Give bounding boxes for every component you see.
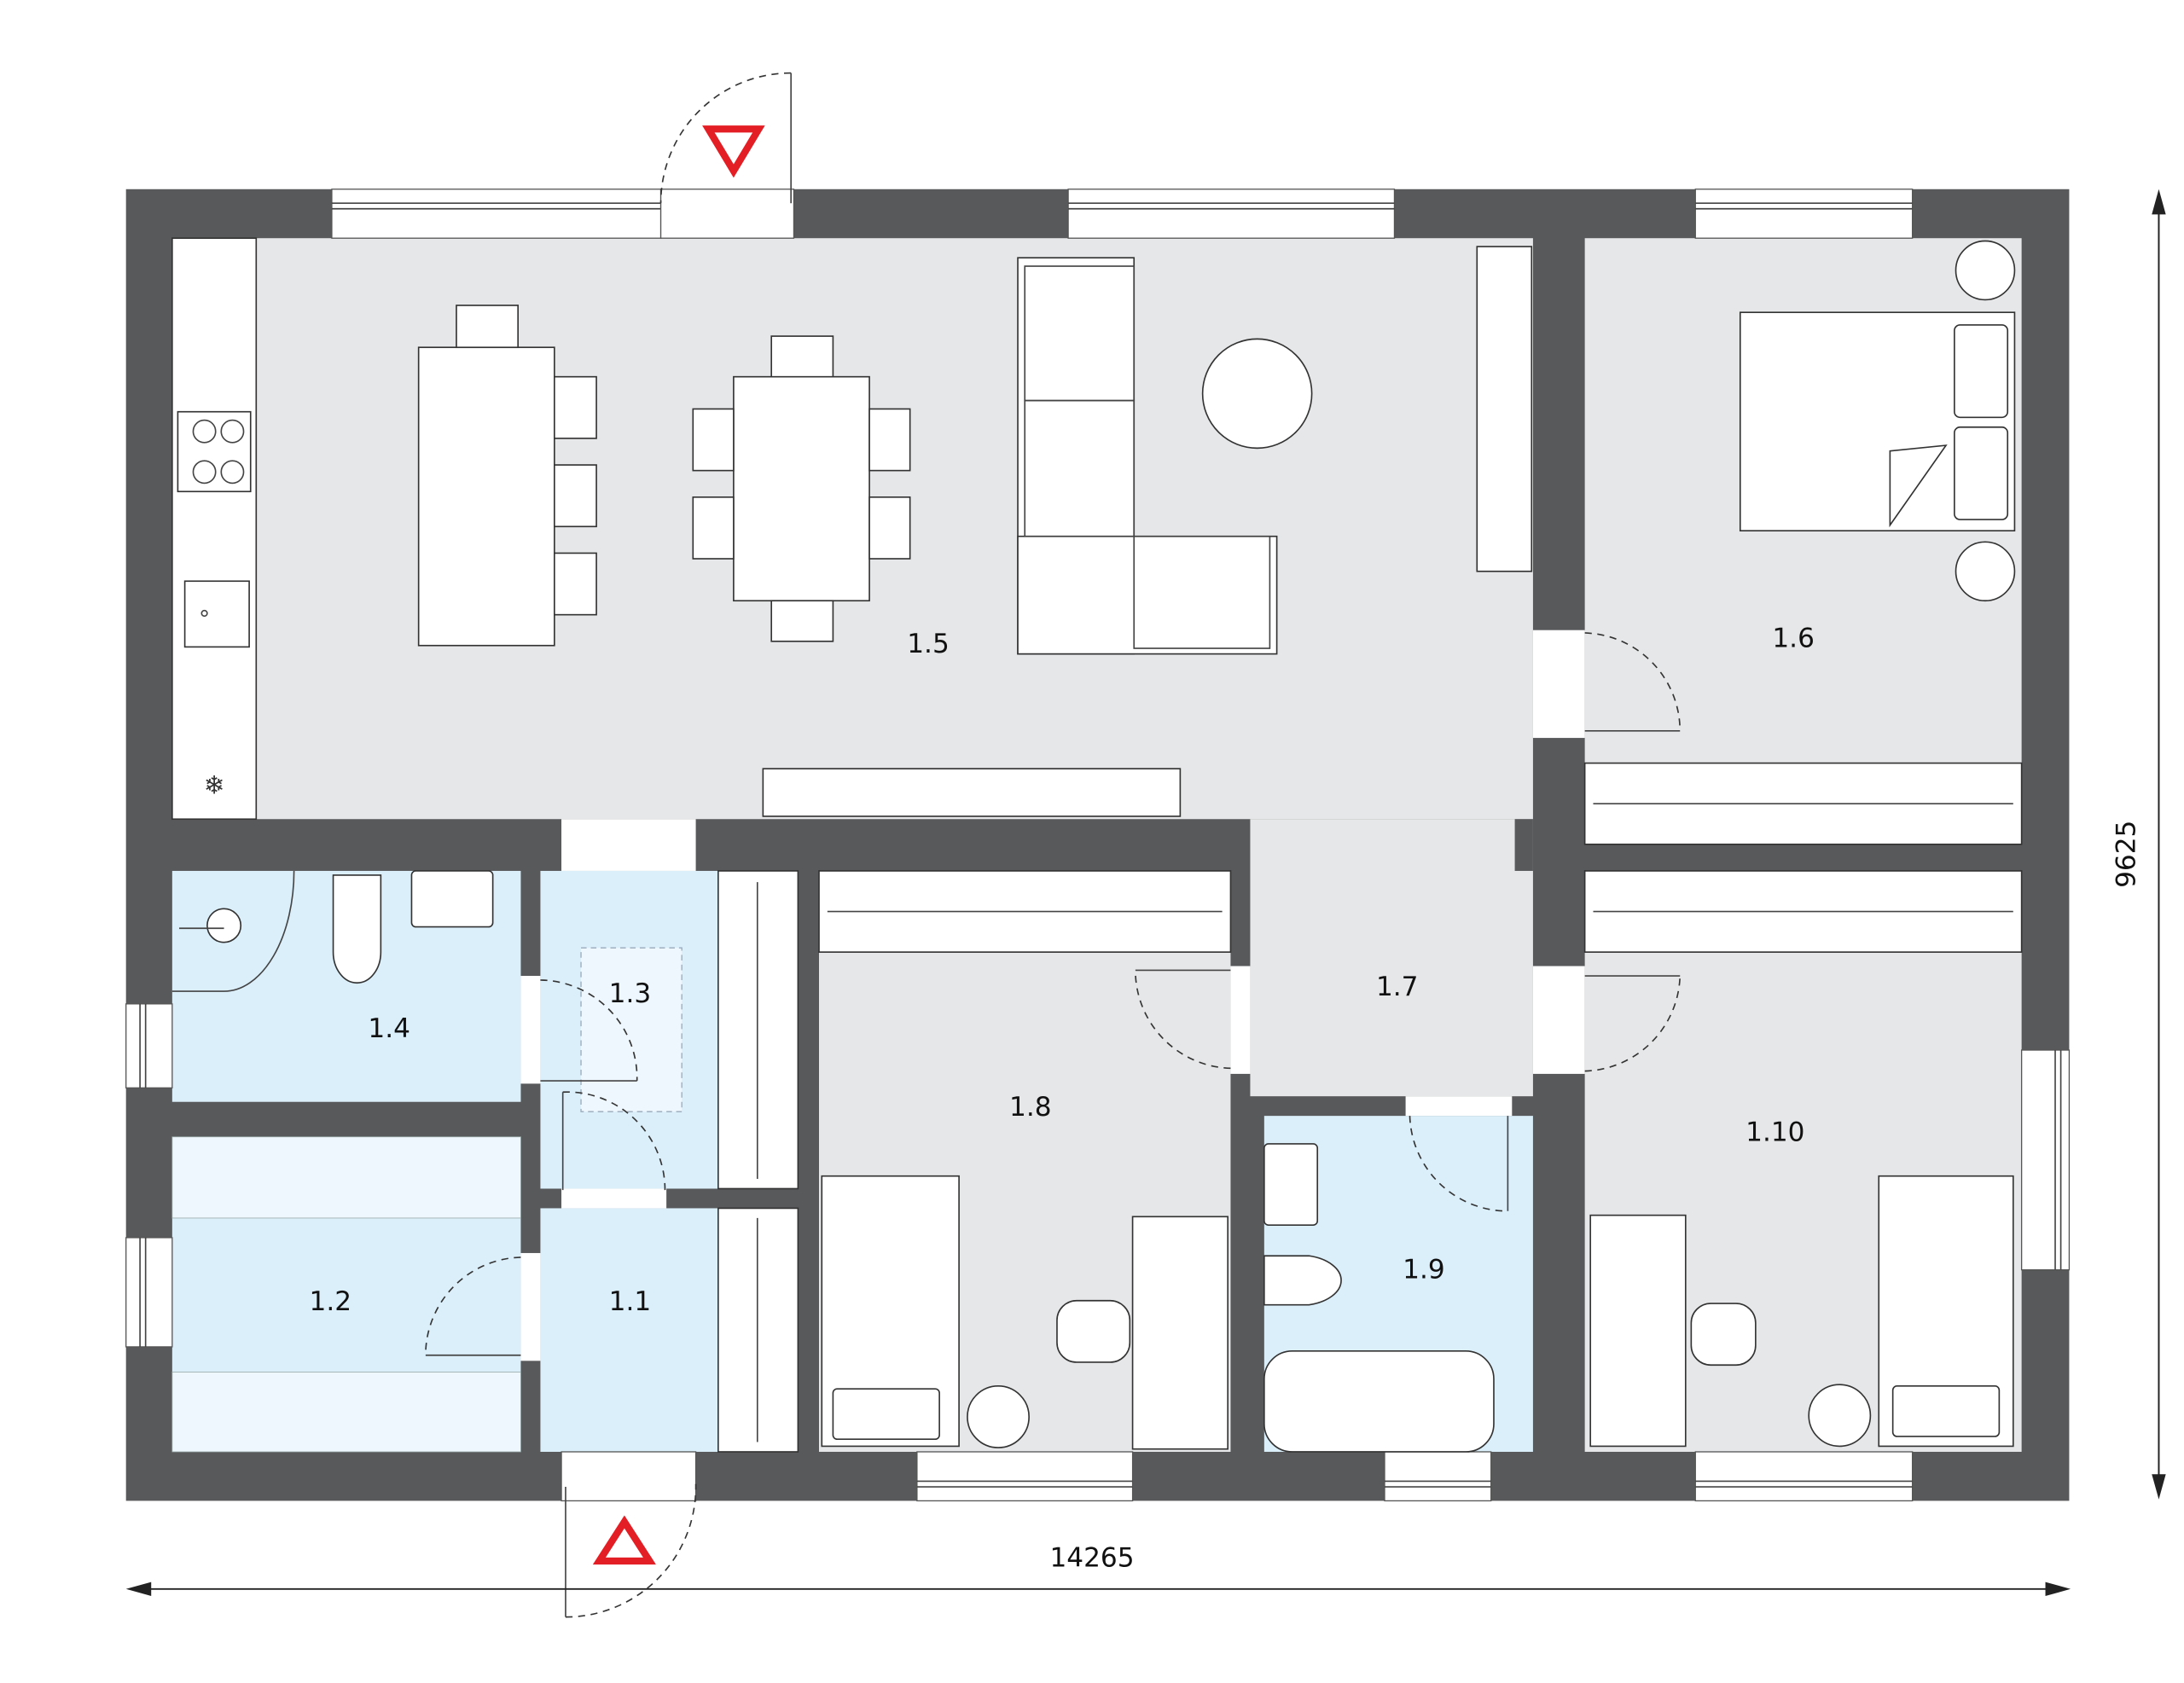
kitchen-island <box>417 346 555 647</box>
room-label: 1.3 <box>609 978 652 1009</box>
toilet <box>332 874 382 984</box>
kitchen-sink <box>183 580 250 648</box>
room-label: 1.10 <box>1745 1117 1804 1148</box>
entrance-marker-icon <box>592 1515 656 1565</box>
desk <box>1131 1216 1228 1450</box>
door-swings <box>425 72 1682 1618</box>
kitchen-counter <box>171 237 258 821</box>
room-label: 1.1 <box>609 1286 652 1317</box>
svg-text:9625: 9625 <box>2111 821 2142 888</box>
toilet <box>1263 1255 1342 1306</box>
room-label: 1.9 <box>1403 1255 1445 1285</box>
dimension-height: 9625 <box>2111 189 2166 1500</box>
room-label: 1.6 <box>1772 623 1815 653</box>
room-1-1-floor <box>540 1208 718 1452</box>
room-label: 1.2 <box>310 1286 352 1317</box>
tv-unit <box>1476 246 1533 572</box>
room-label: 1.7 <box>1376 972 1419 1002</box>
windows <box>125 189 2071 1502</box>
bathroom-sink <box>1263 1143 1319 1226</box>
room-label: 1.5 <box>907 629 950 659</box>
room-1-7-floor <box>1250 819 1533 1097</box>
bench <box>762 768 1182 817</box>
room-label: 1.4 <box>368 1013 410 1044</box>
shower <box>171 870 295 992</box>
svg-text:14265: 14265 <box>1049 1543 1134 1574</box>
dimension-width: 14265 <box>125 1543 2071 1597</box>
furniture: ❄ <box>171 237 2023 1453</box>
room-label: 1.8 <box>1009 1092 1052 1123</box>
bathtub <box>1263 1350 1495 1453</box>
bathroom-sink <box>410 870 494 928</box>
fridge-icon: ❄ <box>204 771 225 800</box>
dining-table <box>733 375 870 602</box>
coffee-table <box>1201 338 1313 450</box>
door-openings <box>520 630 1585 1361</box>
entrance-marker-icon <box>702 125 765 178</box>
